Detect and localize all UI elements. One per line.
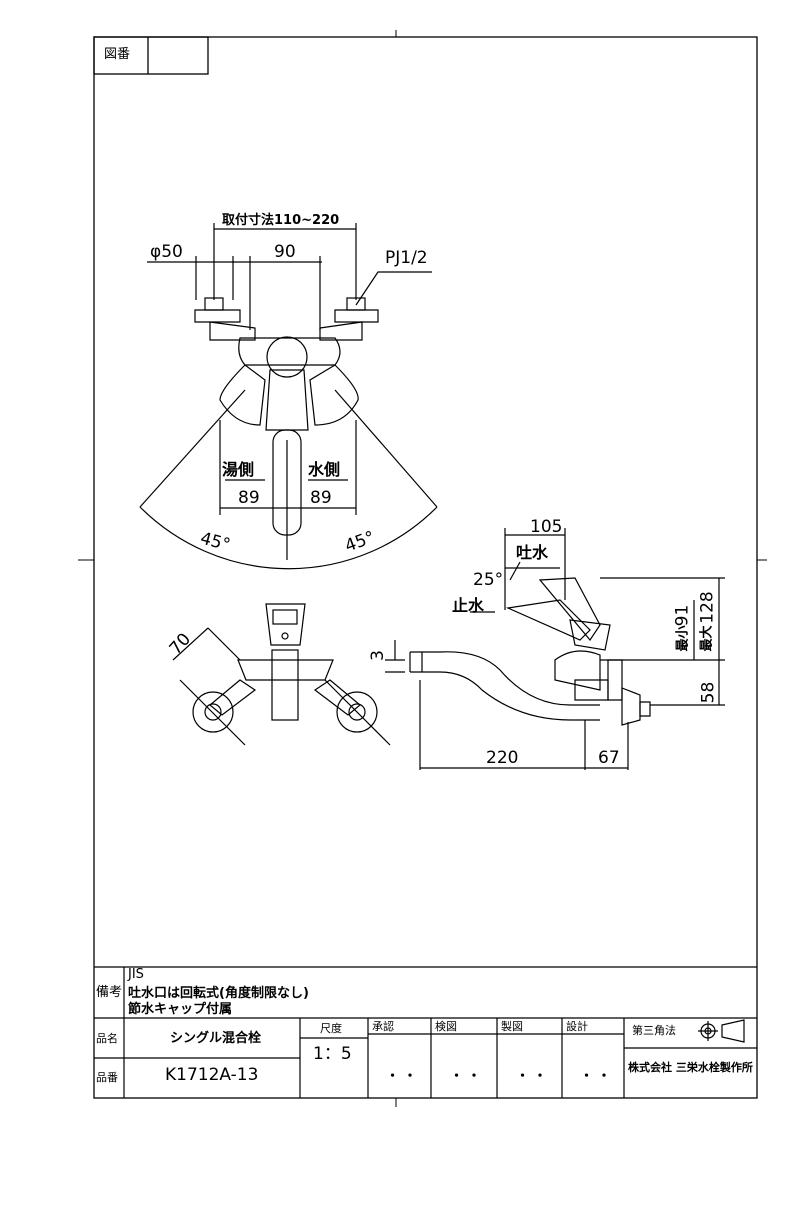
approve-label: 承認 xyxy=(372,1020,394,1033)
top-view xyxy=(139,223,438,570)
min-val: 91 xyxy=(672,604,693,627)
center-dim: 90 xyxy=(274,242,296,262)
remark-line: 節水キャップ付属 xyxy=(128,1002,233,1017)
hot-dim: 89 xyxy=(238,488,260,508)
remark-line: JIS xyxy=(128,967,144,982)
bottom-dim: 58 xyxy=(698,681,719,704)
mount-pitch-dim: 取付寸法110~220 xyxy=(222,213,340,228)
max-label: 最大 xyxy=(699,625,715,652)
stamp-draw: ・ ・ xyxy=(516,1069,547,1084)
remarks-label: 備考 xyxy=(96,985,123,1000)
hot-side-label: 湯側 xyxy=(222,460,255,479)
small-dim: 3 xyxy=(367,650,388,661)
stamp-design: ・ ・ xyxy=(580,1069,611,1084)
side-top-dim: 105 xyxy=(530,517,563,537)
max-val: 128 xyxy=(697,591,718,624)
zuban-label: 図番 xyxy=(104,47,131,62)
draw-label: 製図 xyxy=(501,1020,523,1033)
check-label: 検図 xyxy=(435,1020,457,1033)
number-label: 品番 xyxy=(96,1071,118,1084)
spout-off-label: 止水 xyxy=(452,596,485,615)
stamp-approve: ・ ・ xyxy=(386,1069,417,1084)
product-number: K1712A-13 xyxy=(165,1065,259,1085)
remark-line: 吐水口は回転式(角度制限なし) xyxy=(128,986,309,1001)
cold-dim: 89 xyxy=(310,488,332,508)
name-label: 品名 xyxy=(96,1032,118,1045)
wall-dim: 67 xyxy=(598,748,620,768)
projection-label: 第三角法 xyxy=(632,1024,676,1037)
company-name: 株式会社 三栄水栓製作所 xyxy=(628,1061,753,1074)
phi-dim: φ50 xyxy=(150,242,183,262)
spout-on-label: 吐水 xyxy=(516,543,549,562)
sheet-border xyxy=(93,36,758,1099)
pipe-label: PJ1/2 xyxy=(385,248,428,268)
spout-length-dim: 220 xyxy=(486,748,519,768)
stamp-check: ・ ・ xyxy=(450,1069,481,1084)
min-label: 最小 xyxy=(675,625,691,652)
side-view xyxy=(385,528,725,770)
cold-side-label: 水側 xyxy=(308,460,341,479)
scale-label: 尺度 xyxy=(320,1022,342,1035)
scale-value: 1：5 xyxy=(313,1044,352,1064)
product-name: シングル混合栓 xyxy=(170,1031,262,1046)
zuban-box xyxy=(93,36,209,75)
front-view xyxy=(172,603,391,746)
side-angle: 25° xyxy=(473,570,504,590)
design-label: 設計 xyxy=(566,1020,588,1033)
title-block xyxy=(94,966,757,1098)
